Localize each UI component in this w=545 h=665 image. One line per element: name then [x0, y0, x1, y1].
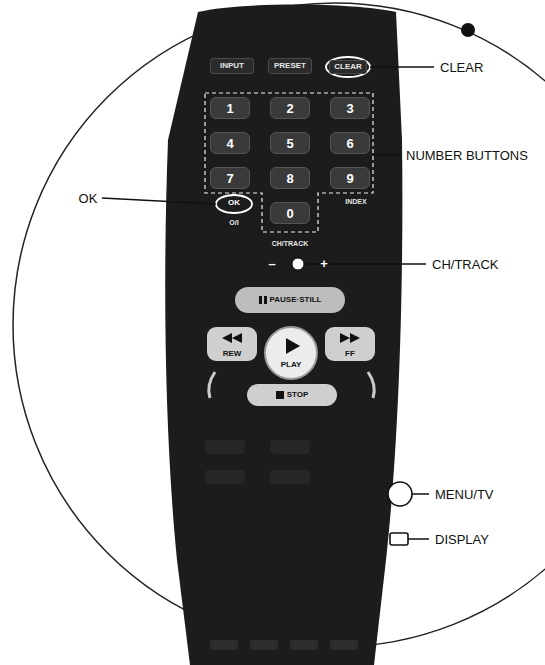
dim-button — [270, 470, 310, 484]
rewind-button: REW — [207, 327, 257, 361]
play-symbol — [286, 338, 300, 354]
number-button: 3 — [330, 97, 370, 119]
leader-line — [408, 538, 429, 540]
button-label: REW — [223, 350, 242, 358]
button-label: PLAY — [281, 361, 302, 369]
forward-symbol — [340, 333, 360, 343]
callout-label: CH/TRACK — [432, 258, 498, 271]
callout-label: OK — [79, 192, 98, 205]
button-label: 1 — [226, 102, 233, 115]
knob-sign: + — [320, 257, 328, 270]
dim-button — [205, 470, 245, 484]
button-label: 2 — [286, 102, 293, 115]
dim-button — [205, 440, 245, 454]
button-label: 0 — [286, 207, 293, 220]
button-edge — [209, 372, 215, 398]
dim-button — [330, 640, 358, 650]
button-label: PAUSE·STILL — [270, 296, 322, 304]
number-button: 5 — [270, 132, 310, 154]
number-button: 9 — [330, 167, 370, 189]
clear-highlight — [326, 57, 370, 77]
leader-line — [373, 154, 401, 156]
stop-symbol — [276, 391, 284, 399]
display-ring — [390, 533, 408, 545]
button-caption: O/I — [229, 219, 238, 226]
button-label: 7 — [226, 172, 233, 185]
number-button: 2 — [270, 97, 310, 119]
button-caption: INDEX — [345, 198, 366, 205]
button-edge — [368, 372, 374, 398]
ok-highlight — [216, 195, 252, 213]
leader-line — [102, 198, 216, 204]
number-button: 1 — [210, 97, 250, 119]
button-label: PRESET — [274, 62, 306, 70]
stop-button: STOP — [247, 384, 337, 406]
number-button: 7 — [210, 167, 250, 189]
callout-label: MENU/TV — [435, 488, 494, 501]
button-label: 9 — [346, 172, 353, 185]
button-label: 8 — [286, 172, 293, 185]
knob-sign: – — [268, 257, 275, 270]
menu-tv-ring — [388, 482, 412, 506]
ch-track-knob — [292, 258, 304, 270]
rewind-symbol — [222, 333, 242, 343]
callout-label: DISPLAY — [435, 533, 489, 546]
dim-button — [270, 440, 310, 454]
dim-button — [250, 640, 278, 650]
button-label: STOP — [287, 391, 309, 399]
button-label: FF — [345, 350, 355, 358]
leader-line — [298, 263, 426, 265]
function-button: PRESET — [268, 58, 312, 74]
callout-label: CLEAR — [440, 61, 483, 74]
number-button: 0 — [270, 202, 310, 224]
button-caption: OK — [228, 199, 240, 207]
number-button: 6 — [330, 132, 370, 154]
fast-forward-button: FF — [325, 327, 375, 361]
function-button: CLEAR — [329, 60, 367, 74]
button-label: 3 — [346, 102, 353, 115]
button-label: CLEAR — [334, 63, 362, 71]
remote-body — [165, 5, 402, 665]
leader-line — [370, 66, 434, 68]
play-button: PLAY — [264, 326, 318, 380]
function-button: INPUT — [210, 58, 254, 74]
number-button: 4 — [210, 132, 250, 154]
dim-button — [290, 640, 318, 650]
button-label: INPUT — [220, 62, 244, 70]
number-button: 8 — [270, 167, 310, 189]
number-group-outline — [205, 93, 373, 232]
pause-symbol — [259, 296, 267, 304]
button-caption: CH/TRACK — [272, 240, 309, 247]
pause-button: PAUSE·STILL — [235, 287, 345, 313]
callout-label: NUMBER BUTTONS — [406, 149, 528, 162]
dim-button — [210, 640, 238, 650]
button-label: 4 — [226, 137, 233, 150]
frame-dot — [461, 23, 475, 37]
button-label: 5 — [286, 137, 293, 150]
leader-line — [412, 493, 429, 495]
button-label: 6 — [346, 137, 353, 150]
